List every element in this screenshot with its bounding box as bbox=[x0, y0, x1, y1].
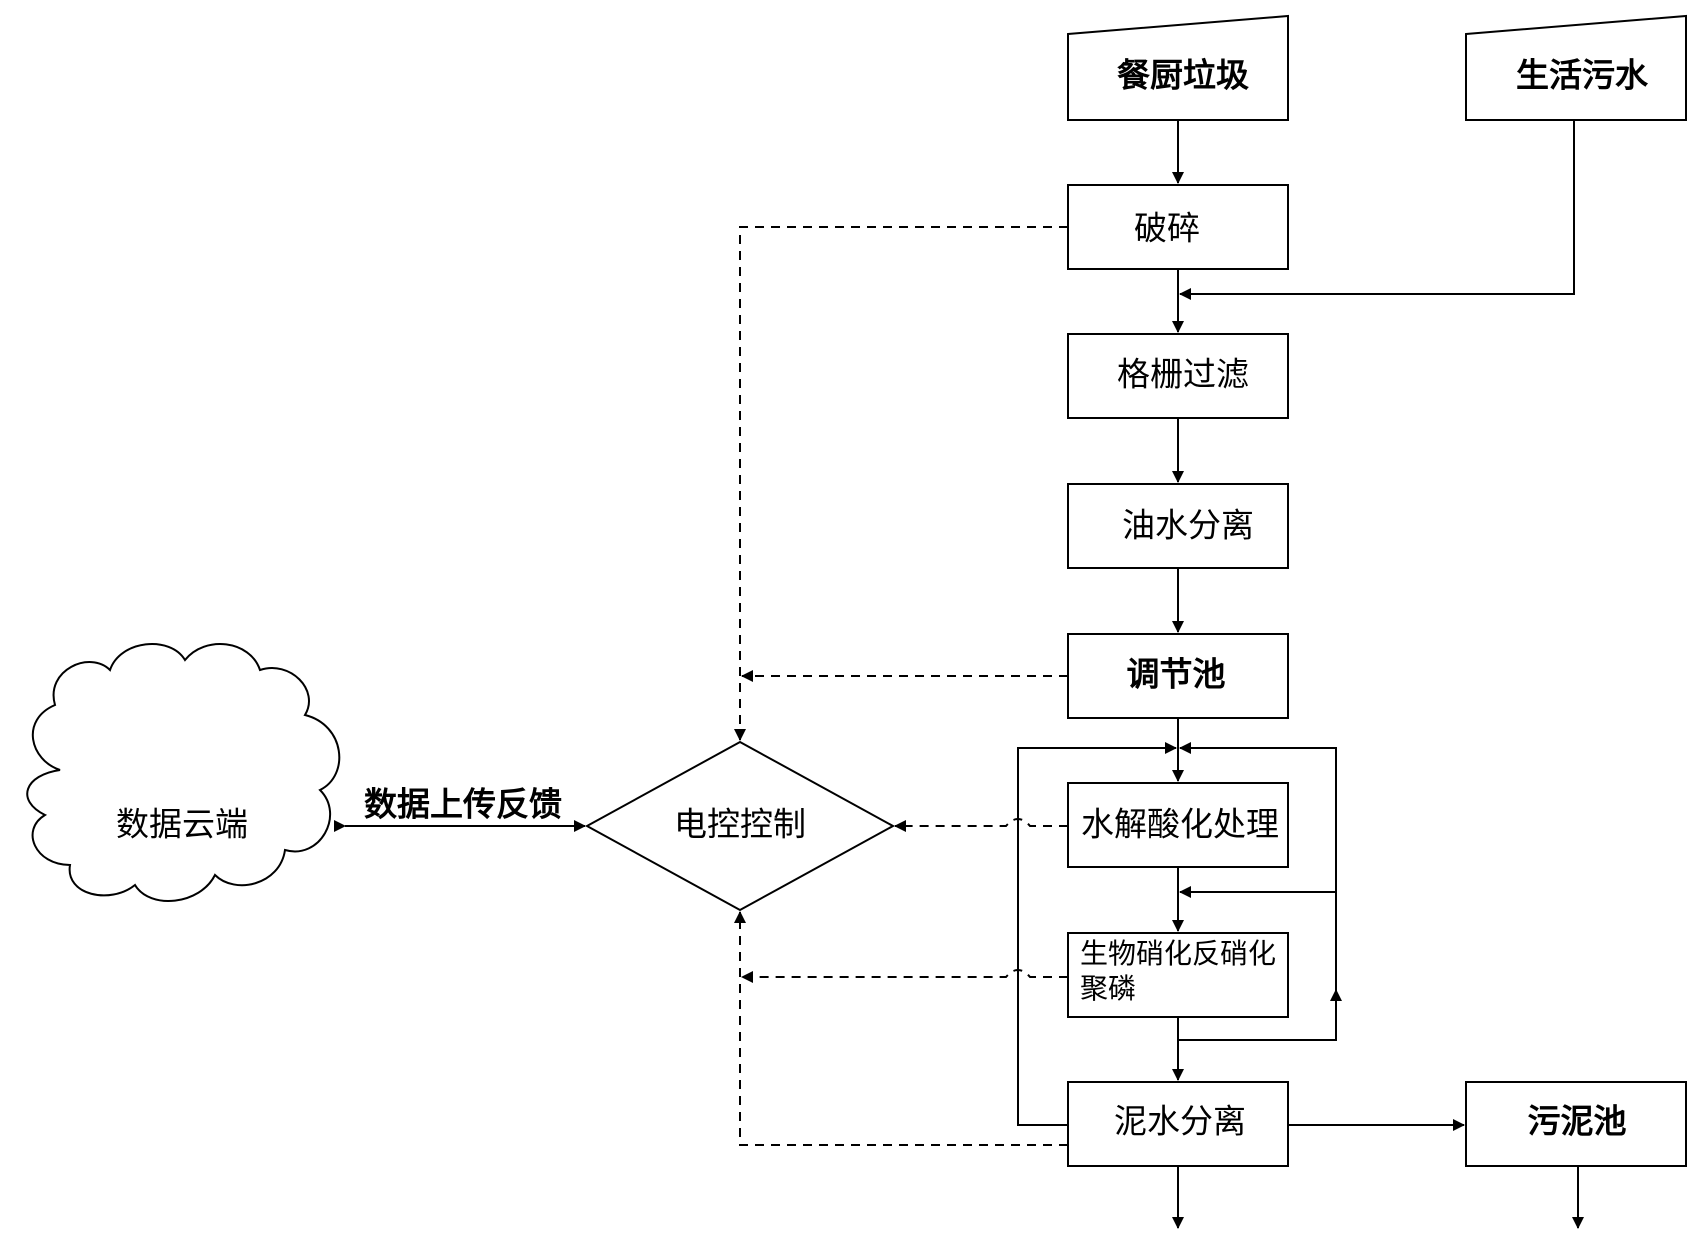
sludge-tank-box bbox=[1465, 1081, 1687, 1167]
bio-treatment-label-line2: 聚磷 bbox=[1080, 972, 1136, 1005]
sludge-tank-node[interactable]: 污泥池 bbox=[1465, 1081, 1687, 1167]
link-upload-label: 数据上传反馈 bbox=[364, 785, 562, 824]
food-waste-shape bbox=[1067, 14, 1289, 121]
arrow-sewage-merge bbox=[1179, 120, 1575, 300]
domestic-sewage-label: 生活污水 bbox=[1516, 56, 1649, 95]
mud-water-separation-node[interactable]: 泥水分离 bbox=[1067, 1081, 1289, 1167]
control-node[interactable]: 电控控制 bbox=[584, 740, 896, 912]
oil-water-separation-node[interactable]: 油水分离 bbox=[1067, 483, 1289, 569]
sludge-tank-label: 污泥池 bbox=[1528, 1102, 1627, 1141]
hydrolysis-box bbox=[1067, 782, 1289, 868]
signal-hydrolysis-to-control bbox=[894, 818, 1068, 832]
grid-filter-label: 格栅过滤 bbox=[1117, 355, 1249, 394]
bio-treatment-box bbox=[1067, 932, 1289, 1018]
regulating-tank-label: 调节池 bbox=[1127, 655, 1226, 694]
arrow-sludge-return-left bbox=[1017, 742, 1177, 1126]
bio-treatment-node[interactable]: 生物硝化反硝化 聚磷 bbox=[1067, 932, 1289, 1018]
signal-bio-to-control bbox=[741, 969, 1068, 983]
cloud-shape bbox=[26, 643, 341, 902]
regulating-tank-box bbox=[1067, 633, 1289, 719]
grid-filter-node[interactable]: 格栅过滤 bbox=[1067, 333, 1289, 419]
domestic-sewage-node[interactable]: 生活污水 bbox=[1465, 14, 1687, 121]
food-waste-label: 餐厨垃圾 bbox=[1117, 56, 1249, 95]
mud-water-label: 泥水分离 bbox=[1114, 1102, 1246, 1141]
hydrolysis-node[interactable]: 水解酸化处理 bbox=[1067, 782, 1289, 868]
mud-water-box bbox=[1067, 1081, 1289, 1167]
crushing-label: 破碎 bbox=[1134, 209, 1200, 248]
cloud-label: 数据云端 bbox=[116, 805, 248, 844]
arrow-recycle-to-top bbox=[1179, 742, 1337, 990]
hydrolysis-label: 水解酸化处理 bbox=[1081, 805, 1279, 844]
domestic-sewage-shape bbox=[1465, 14, 1687, 121]
data-cloud-node[interactable]: 数据云端 bbox=[26, 643, 341, 902]
bio-treatment-label-line1: 生物硝化反硝化 bbox=[1080, 937, 1276, 970]
regulating-tank-node[interactable]: 调节池 bbox=[1067, 633, 1289, 719]
crushing-node[interactable]: 破碎 bbox=[1067, 184, 1289, 270]
arrow-bio-recycle-up bbox=[1178, 989, 1342, 1041]
control-diamond bbox=[584, 740, 896, 912]
signal-crushing-to-control bbox=[734, 226, 1068, 741]
oil-water-box bbox=[1067, 483, 1289, 569]
oil-water-label: 油水分离 bbox=[1122, 506, 1254, 545]
food-waste-node[interactable]: 餐厨垃圾 bbox=[1067, 14, 1289, 121]
signal-mud-to-control bbox=[734, 911, 1068, 1146]
control-label: 电控控制 bbox=[674, 805, 806, 844]
